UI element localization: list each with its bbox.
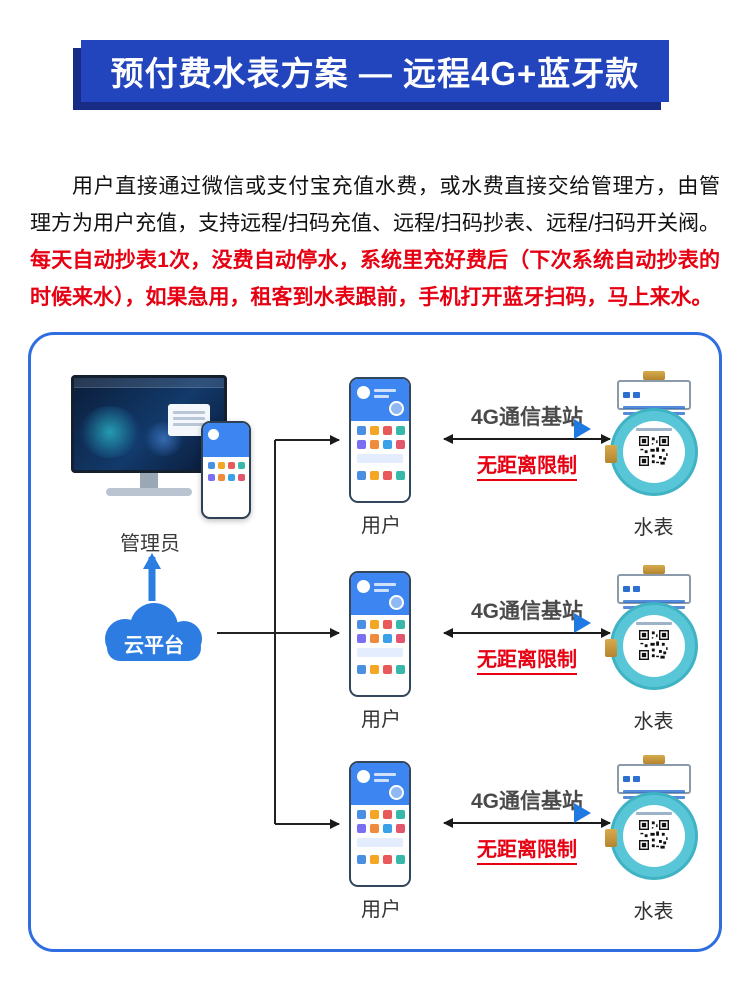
- meter-face: [622, 421, 685, 483]
- station-label: 4G通信基站: [470, 600, 583, 623]
- cloud-platform: 云平台: [91, 601, 217, 665]
- diagram-panel: 管理员 云平台: [28, 332, 722, 952]
- app-icon-grid: [351, 850, 409, 866]
- qr-code-icon: [638, 820, 669, 850]
- user-label: 用户: [361, 515, 401, 537]
- meter-pipe-fitting: [604, 445, 617, 463]
- connector-lines: [143, 435, 340, 829]
- water-meter-illustration: [596, 371, 711, 503]
- page-title: 预付费水表方案 — 远程4G+蓝牙款: [81, 40, 669, 102]
- meter-face: [622, 615, 685, 677]
- user-phone-illustration: [349, 761, 411, 887]
- meter-pipe-fitting: [604, 829, 617, 847]
- avatar-icon: [357, 386, 370, 399]
- phone-header: [203, 423, 249, 457]
- phone-banner: [357, 648, 403, 657]
- user-phone-illustration: [349, 571, 411, 697]
- app-icon-grid: [203, 457, 249, 486]
- meter-body: [604, 602, 698, 690]
- meter-info-box: [616, 574, 691, 609]
- meter-body: [604, 792, 698, 880]
- meter-label: 水表: [633, 901, 674, 923]
- meter-label: 水表: [633, 517, 674, 539]
- admin-phone-illustration: [201, 421, 251, 519]
- intro-paragraph: 用户直接通过微信或支付宝充值水费，或水费直接交给管理方，由管理方为用户充值，支持…: [30, 168, 720, 316]
- phone-header: [351, 763, 409, 805]
- station-label: 4G通信基站: [470, 790, 583, 813]
- meter-valve: [642, 755, 665, 764]
- diagram-row: 用户 4G通信基站 无距离限制: [31, 755, 719, 951]
- qr-code-icon: [638, 436, 669, 466]
- meter-info-box: [616, 380, 691, 415]
- avatar-icon: [357, 580, 370, 593]
- diagram-row: 用户 4G通信基站 无距离限制: [31, 371, 719, 567]
- app-icon-grid: [351, 805, 409, 835]
- double-arrow-icon: [443, 818, 611, 828]
- avatar-icon: [208, 429, 219, 440]
- meter-info-box: [616, 764, 691, 799]
- meter-pipe-fitting: [604, 639, 617, 657]
- phone-banner: [357, 838, 403, 847]
- intro-red-text: 每天自动抄表1次，没费自动停水，系统里充好费后（下次系统自动抄表的时候来水），如…: [30, 249, 720, 309]
- phone-banner: [357, 454, 403, 463]
- meter-valve: [642, 371, 665, 380]
- app-icon-grid: [351, 615, 409, 645]
- phone-header: [351, 573, 409, 615]
- meter-valve: [642, 565, 665, 574]
- avatar-icon: [357, 770, 370, 783]
- diagram-rows: 用户 4G通信基站 无距离限制: [31, 335, 719, 949]
- user-label: 用户: [361, 899, 401, 921]
- double-arrow-icon: [443, 628, 611, 638]
- meter-label: 水表: [633, 711, 674, 733]
- cloud-icon: [105, 603, 202, 661]
- water-meter-illustration: [596, 565, 711, 697]
- phone-header: [351, 379, 409, 421]
- distance-limit-label: 无距离限制: [429, 449, 625, 481]
- app-icon-grid: [351, 421, 409, 451]
- cloud-label: 云平台: [124, 635, 184, 657]
- distance-limit-label: 无距离限制: [429, 833, 625, 865]
- double-arrow-icon: [443, 434, 611, 444]
- app-icon-grid: [351, 466, 409, 482]
- right-arrow-icon: [574, 803, 591, 823]
- monitor-base: [106, 488, 192, 496]
- right-arrow-icon: [574, 613, 591, 633]
- distance-limit-label: 无距离限制: [429, 643, 625, 675]
- contact-avatar-icon: [389, 595, 404, 610]
- contact-avatar-icon: [389, 401, 404, 416]
- station-label: 4G通信基站: [470, 406, 583, 429]
- diagram-row: 用户 4G通信基站 无距离限制: [31, 565, 719, 761]
- admin-label: 管理员: [120, 533, 180, 555]
- water-meter-illustration: [596, 755, 711, 887]
- qr-code-icon: [638, 630, 669, 660]
- monitor-stand: [140, 473, 158, 489]
- user-phone-illustration: [349, 377, 411, 503]
- contact-avatar-icon: [389, 785, 404, 800]
- meter-face: [622, 805, 685, 867]
- meter-body: [604, 408, 698, 496]
- page: 预付费水表方案 — 远程4G+蓝牙款 用户直接通过微信或支付宝充值水费，或水费直…: [0, 40, 750, 952]
- intro-black-text: 用户直接通过微信或支付宝充值水费，或水费直接交给管理方，由管理方为用户充值，支持…: [30, 175, 720, 235]
- app-icon-grid: [351, 660, 409, 676]
- user-label: 用户: [361, 709, 401, 731]
- right-arrow-icon: [574, 419, 591, 439]
